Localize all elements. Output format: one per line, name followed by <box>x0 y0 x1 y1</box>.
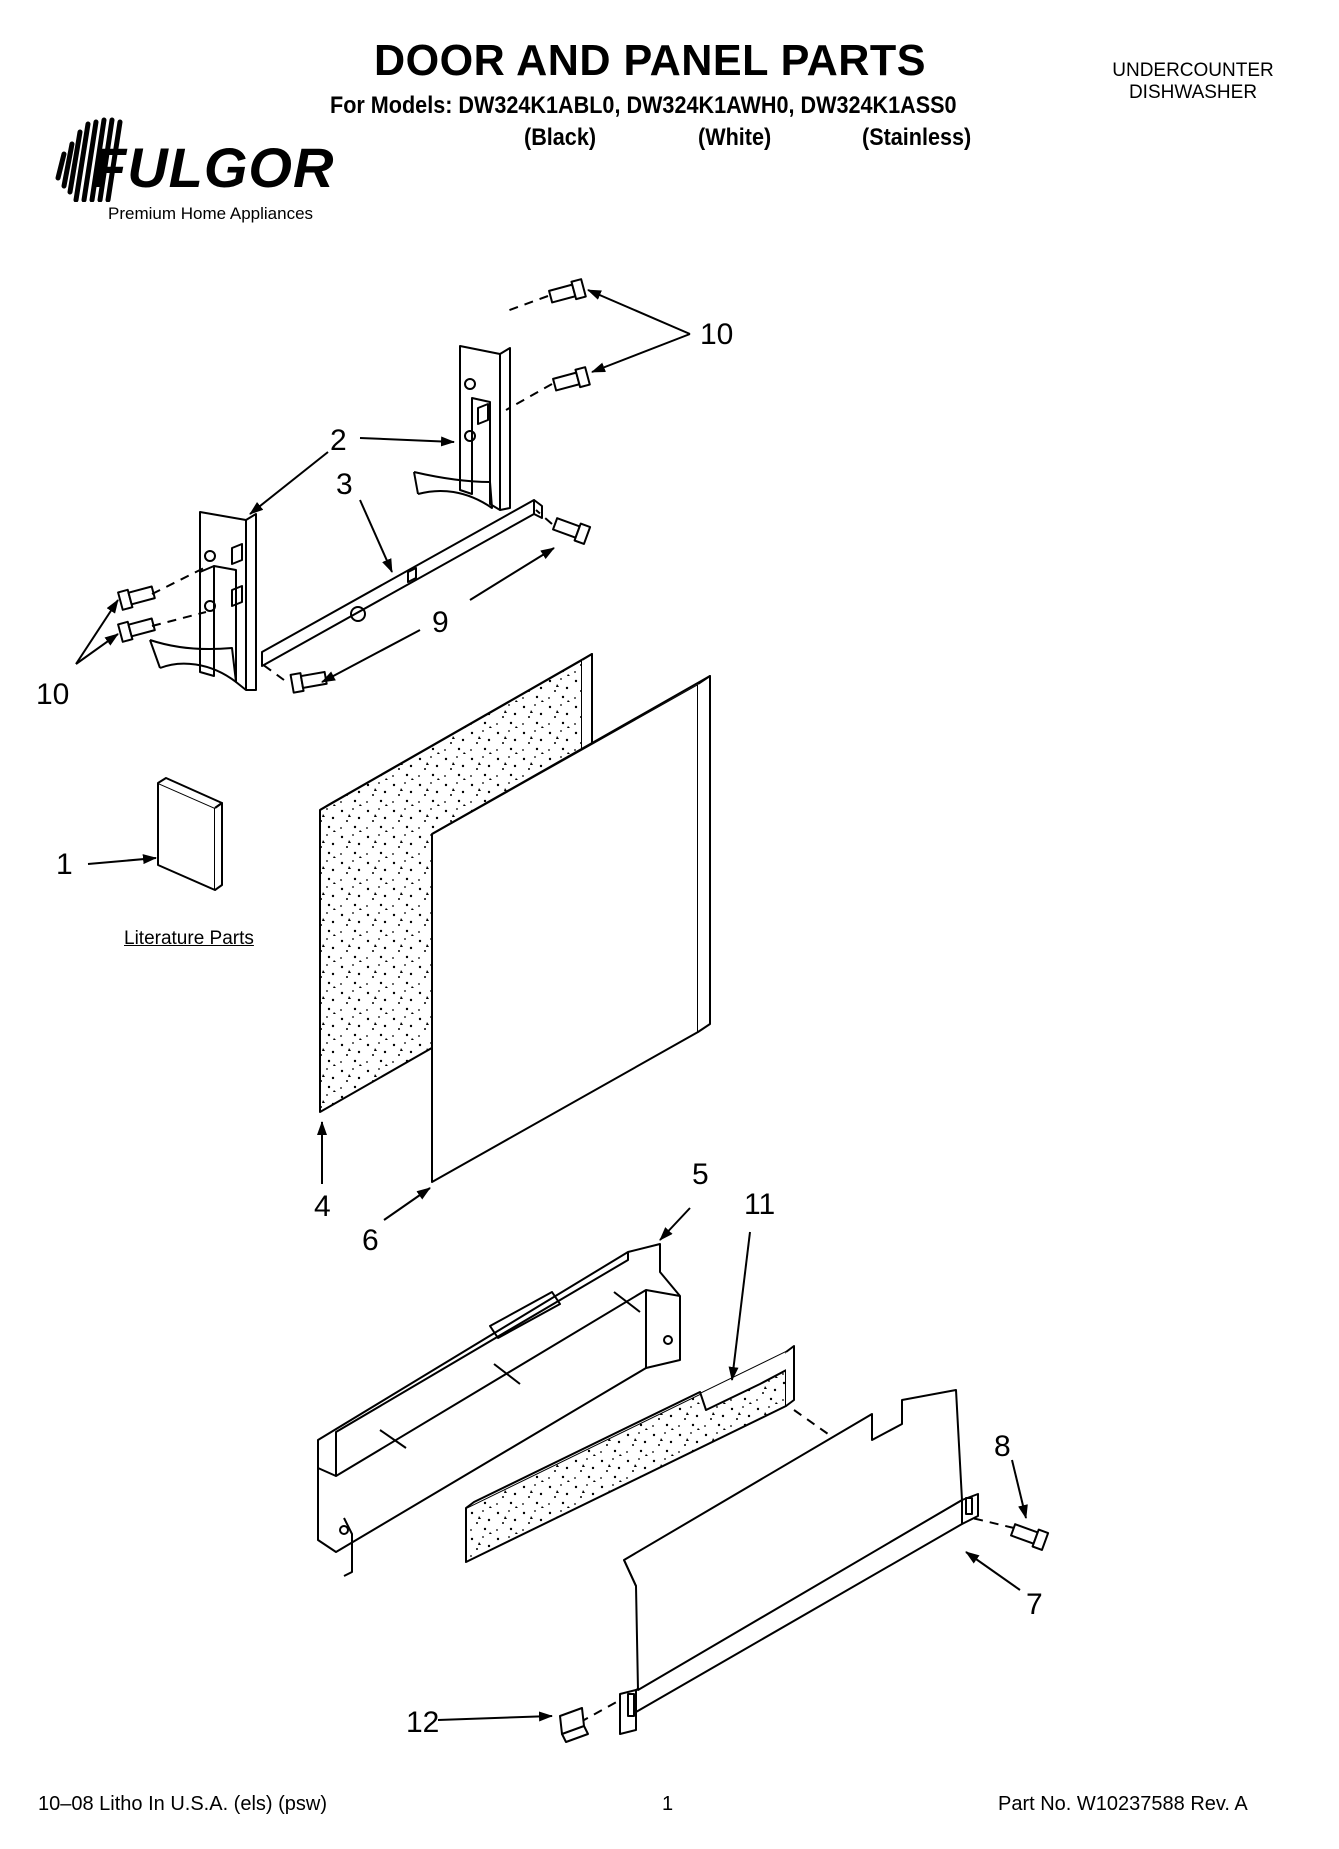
models-line: For Models: DW324K1ABL0, DW324K1AWH0, DW… <box>330 92 957 119</box>
brand-tagline: Premium Home Appliances <box>108 204 314 223</box>
assembly-guide-lines <box>151 295 1015 1731</box>
callout-7: 7 <box>1026 1588 1043 1621</box>
callout-12: 12 <box>406 1706 440 1739</box>
callout-leaders <box>75 289 1028 1722</box>
callout-6: 6 <box>362 1224 379 1257</box>
callout-10-lower: 10 <box>36 678 70 711</box>
callout-5: 5 <box>692 1158 709 1191</box>
variant-white: (White) <box>698 124 772 151</box>
mounting-clip <box>559 1707 589 1743</box>
hinge-bracket-right <box>413 345 511 511</box>
variant-stainless: (Stainless) <box>862 124 972 151</box>
door-crossbar <box>261 499 543 667</box>
callout-8: 8 <box>994 1430 1011 1463</box>
brand-name: FULGOR <box>92 136 335 199</box>
page-number: 1 <box>662 1793 674 1815</box>
callout-10-upper: 10 <box>700 318 734 351</box>
kick-insulation-strip <box>465 1345 795 1563</box>
callout-4: 4 <box>314 1190 331 1223</box>
fulgor-logo-stripes-icon <box>55 117 123 202</box>
hinge-bracket-left <box>149 511 257 691</box>
callout-3: 3 <box>336 468 353 501</box>
toe-panel-bracket <box>317 1243 681 1577</box>
callout-2: 2 <box>330 424 347 457</box>
category-line-2: DISHWASHER <box>1128 82 1258 103</box>
kick-plate <box>619 1389 979 1735</box>
callout-1: 1 <box>56 848 73 881</box>
category-line-1: UNDERCOUNTER <box>1112 60 1274 81</box>
literature-booklet <box>157 777 223 891</box>
appliance-category: UNDERCOUNTER DISHWASHER <box>1088 60 1298 104</box>
callout-11: 11 <box>744 1188 776 1221</box>
print-info: 10–08 Litho In U.S.A. (els) (psw) <box>38 1793 328 1815</box>
page-title: DOOR AND PANEL PARTS <box>373 36 927 85</box>
door-panel <box>431 675 711 1183</box>
literature-parts-label: Literature Parts <box>124 928 254 949</box>
screw-set <box>117 278 1050 1551</box>
variant-black: (Black) <box>524 124 597 151</box>
part-number: Part No. W10237588 Rev. A <box>998 1793 1248 1815</box>
callout-9: 9 <box>432 606 449 639</box>
